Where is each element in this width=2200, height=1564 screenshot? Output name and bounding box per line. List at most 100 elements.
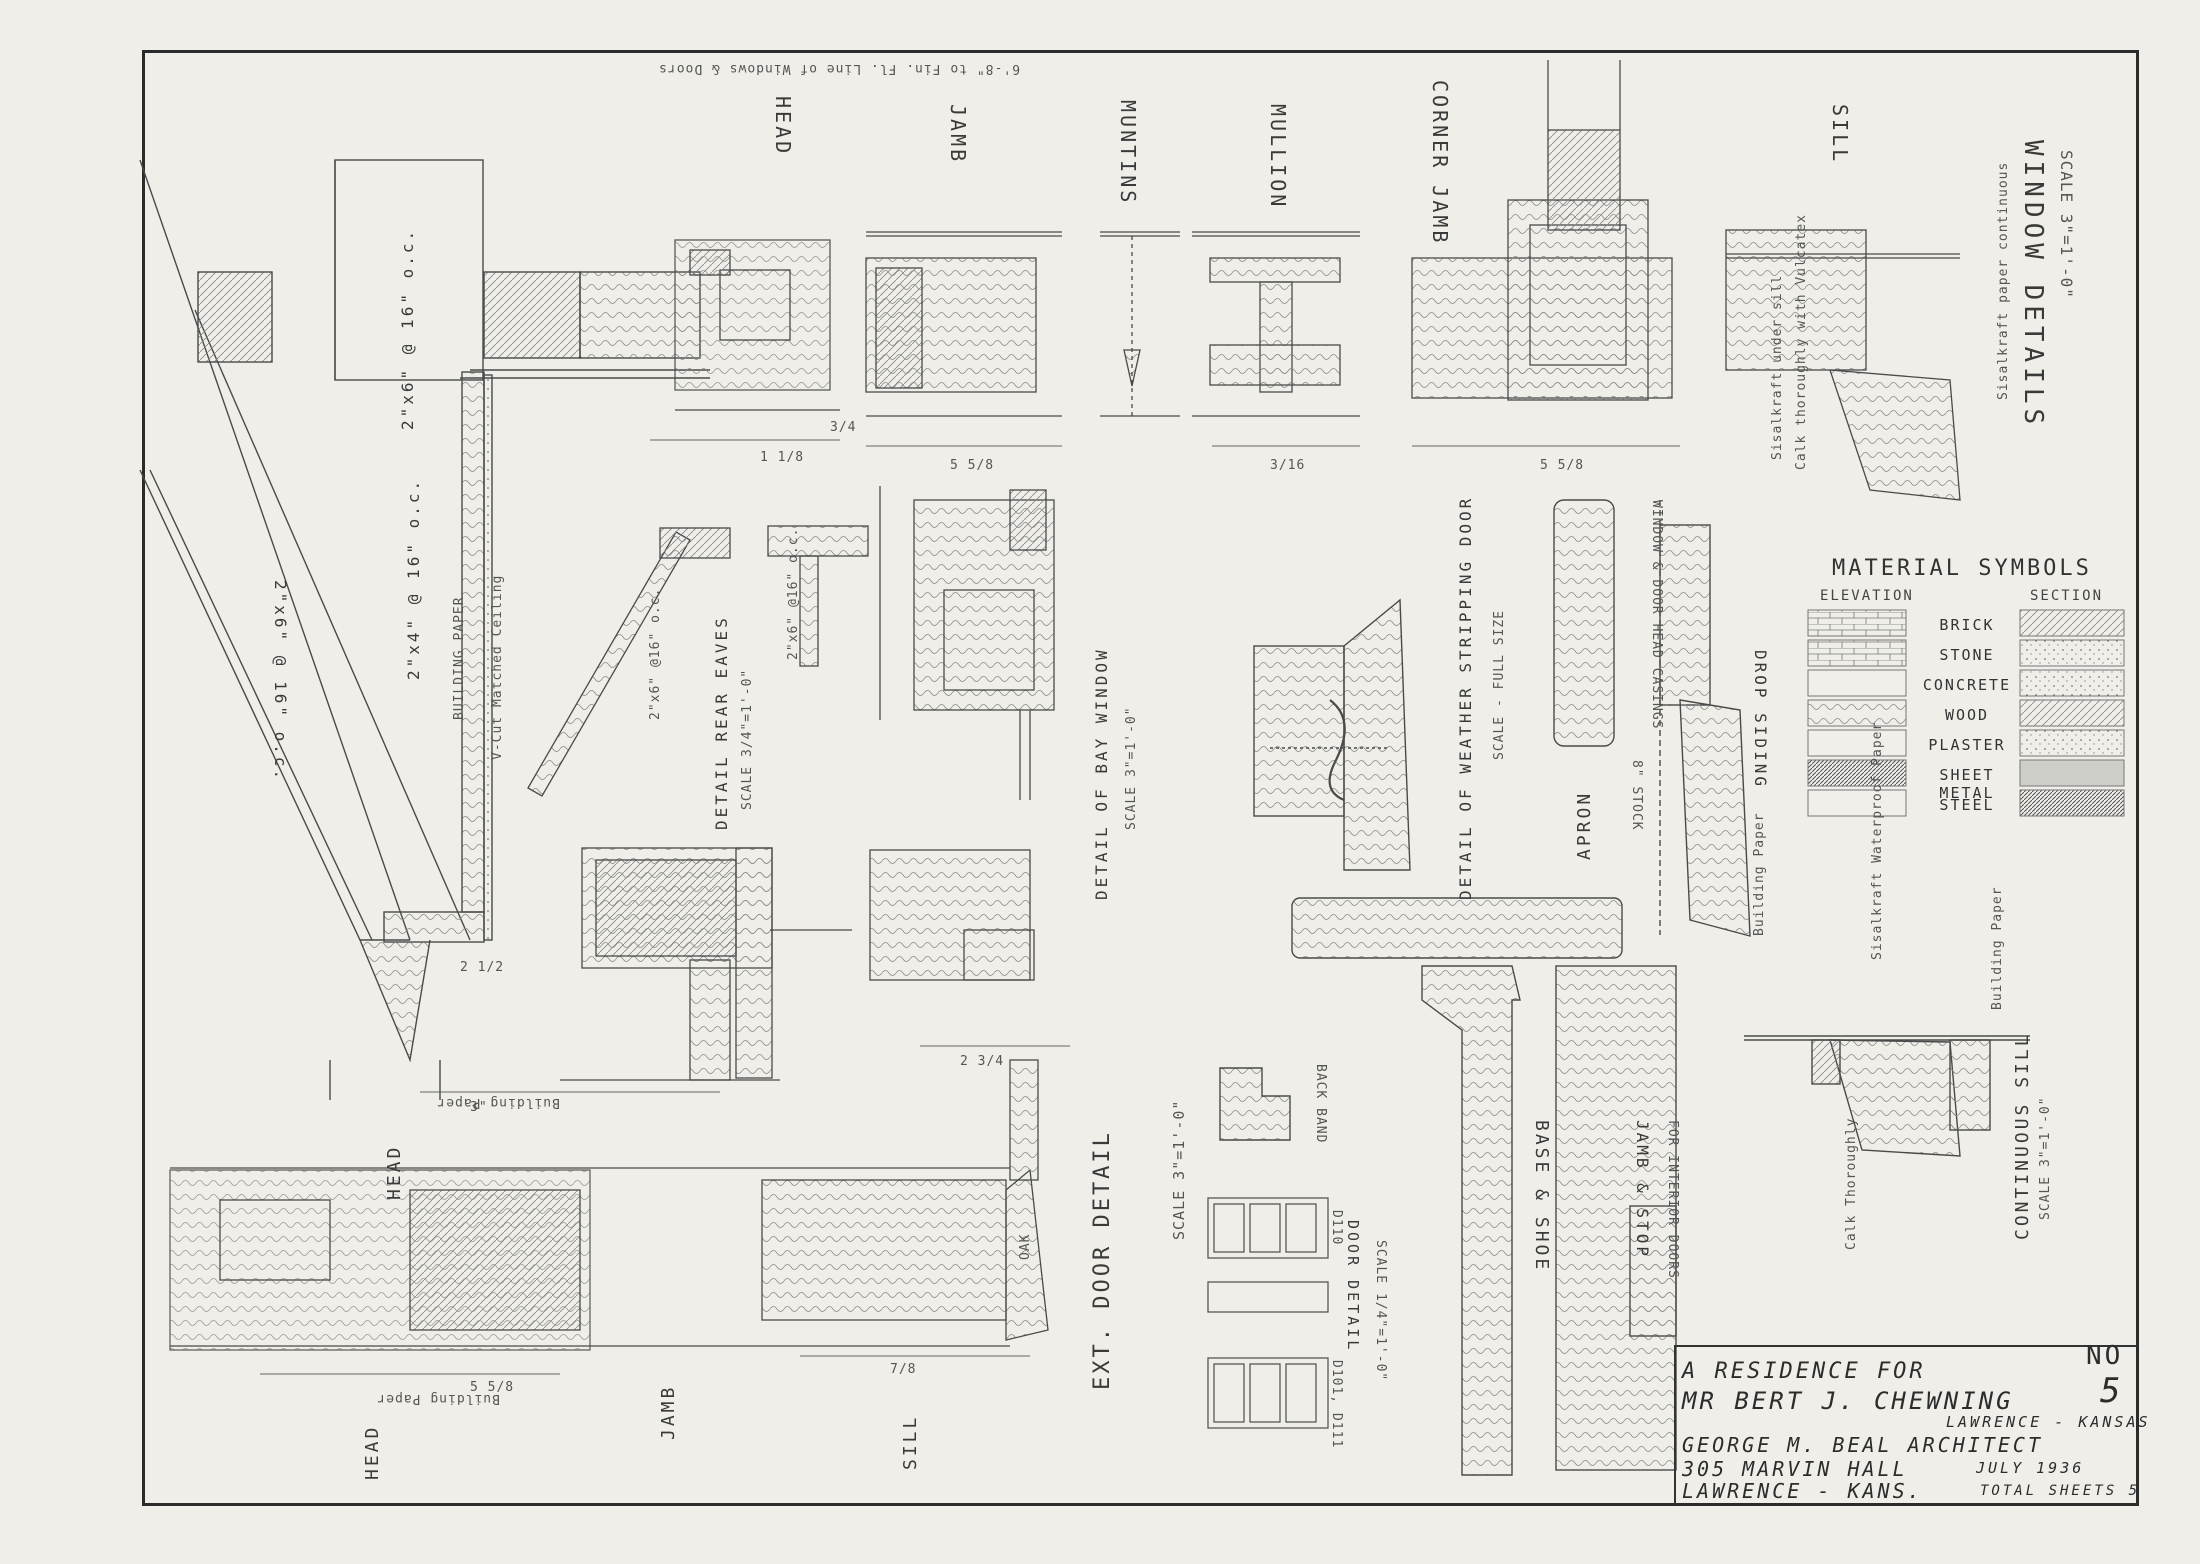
material-row-stone: STONE xyxy=(1808,640,2128,670)
material-name: BRICK xyxy=(1939,616,1995,634)
ext-door-head-section xyxy=(169,1059,1049,1351)
label-corner-jamb: CORNER JAMB xyxy=(1428,80,1452,246)
bay-window-scale: SCALE 3"=1'-0" xyxy=(1124,706,1139,830)
material-row-wood: WOOD xyxy=(1808,700,2128,730)
dim-label: 5 5/8 xyxy=(470,1380,515,1395)
material-symbol-swatches xyxy=(1807,609,2125,817)
weather-door-title: DETAIL OF WEATHER STRIPPING DOOR xyxy=(1456,495,1475,900)
title-date: JULY 1936 xyxy=(1976,1459,2085,1477)
continuous-sill-scale: SCALE 3"=1'-0" xyxy=(2038,1096,2053,1220)
label-drop-siding: DROP SIDING xyxy=(1751,650,1770,789)
apron-profile xyxy=(1291,897,1623,959)
door-detail-title: DOOR DETAIL xyxy=(1344,1220,1362,1353)
window-jamb-section xyxy=(865,231,1062,417)
material-name: STONE xyxy=(1939,646,1995,664)
dim-label: 3" xyxy=(470,1100,488,1115)
sheet-no-label: NO xyxy=(2086,1341,2124,1371)
weather-door-scale: SCALE - FULL SIZE xyxy=(1492,609,1507,760)
label-jamb-stop: JAMB & STOP xyxy=(1633,1120,1652,1259)
dimension-lines xyxy=(260,439,1680,1375)
ext-door-jamb-label: JAMB xyxy=(658,1384,679,1440)
dim-label: 7/8 xyxy=(890,1362,917,1377)
dim-label: 1 1/8 xyxy=(760,450,805,465)
note-head-height: 6'-8" to Fin. Fl. Line of Windows & Door… xyxy=(658,61,1020,76)
label-window-head: HEAD xyxy=(771,96,795,157)
title-client: MR BERT J. CHEWNING xyxy=(1682,1387,2014,1415)
label-building-paper-siding: Building Paper xyxy=(1752,812,1767,936)
ext-door-sill-label: SILL xyxy=(900,1414,921,1470)
title-location: LAWRENCE - KANSAS xyxy=(1946,1413,2151,1431)
rear-eaves-title: DETAIL REAR EAVES xyxy=(712,615,731,830)
material-row-steel: STEEL xyxy=(1808,790,2128,820)
continuous-sill-calk: Calk Thoroughly xyxy=(1844,1117,1859,1250)
note-calk-vulcatex: Calk thoroughly with Vulcatex xyxy=(1794,214,1809,470)
wall-section xyxy=(139,159,710,1100)
ext-door-scale: SCALE 3"=1'-0" xyxy=(1170,1099,1188,1240)
label-window-mullion: MULLION xyxy=(1266,104,1290,210)
sheet-border xyxy=(142,50,2139,1506)
label-window-jamb: JAMB xyxy=(946,104,970,165)
material-row-plaster: PLASTER xyxy=(1808,730,2128,760)
section-header: SECTION xyxy=(2030,588,2104,604)
bay-window-detail xyxy=(879,486,1055,800)
material-name: CONCRETE xyxy=(1922,676,2012,694)
ext-door-jamb-section xyxy=(560,847,1035,1081)
rear-eaves-lookout: 2"x6" @16" o.c. xyxy=(786,527,801,660)
material-name: SHEET METAL xyxy=(1939,766,1995,802)
window-details-title: WINDOW DETAILS xyxy=(2018,140,2048,430)
rear-eaves-scale: SCALE 3/4"=1'-0" xyxy=(740,668,755,810)
label-studs: 2"x4" @ 16" o.c. xyxy=(404,477,423,680)
window-sill-section xyxy=(1725,229,1961,501)
label-head-casings: WINDOW & DOOR HEAD CASINGS xyxy=(1649,500,1664,730)
sheet-number: 5 xyxy=(2100,1371,2124,1411)
door-d110-label: D110 xyxy=(1329,1210,1344,1246)
window-head-section xyxy=(674,239,840,411)
dim-label: 3/16 xyxy=(1270,458,1306,473)
window-corner-jamb-section xyxy=(1411,60,1673,401)
window-details-scale: SCALE 3"=1'-0" xyxy=(2057,150,2076,299)
continuous-sill-title: CONTINUOUS SILL xyxy=(2012,1032,2033,1240)
material-row-sheet-metal: SHEET METAL xyxy=(1808,760,2128,802)
title-architect: GEORGE M. BEAL ARCHITECT xyxy=(1682,1433,2043,1457)
material-name: STEEL xyxy=(1939,796,1995,814)
material-row-concrete: CONCRETE xyxy=(1808,670,2128,700)
note-sisalkraft-continuous: Sisalkraft paper continuous xyxy=(1996,161,2011,400)
label-oak: OAK xyxy=(1018,1233,1033,1260)
continuous-sill-detail xyxy=(1744,1035,2030,1157)
ext-door-head-label: HEAD xyxy=(362,1424,383,1480)
door-d101-label: D101, D111 xyxy=(1329,1360,1344,1449)
ext-door-building-paper: Building Paper xyxy=(436,1095,560,1110)
head-casing-profile xyxy=(1553,499,1751,937)
window-mullion-section xyxy=(1192,231,1360,417)
continuous-sill-waterproof: Sisalkraft Waterproof Paper xyxy=(1870,721,1885,960)
label-stock: 8" STOCK xyxy=(1629,760,1644,831)
label-rafters: 2"x6" @ 16" o.c. xyxy=(271,580,290,783)
label-building-paper: BUILDING PAPER xyxy=(452,596,467,720)
back-band-profile xyxy=(1219,1067,1291,1141)
note-sisalkraft-under-sill: Sisalkraft under sill xyxy=(1770,274,1785,460)
label-window-sill: SILL xyxy=(1828,104,1852,165)
continuous-sill-building-paper: Building Paper xyxy=(1990,886,2005,1010)
window-muntins-section xyxy=(1100,231,1180,417)
title-block: A RESIDENCE FOR MR BERT J. CHEWNING LAWR… xyxy=(1674,1341,2148,1505)
elevation-header: ELEVATION xyxy=(1820,588,1914,604)
material-symbols-title: MATERIAL SYMBOLS xyxy=(1832,556,2092,581)
bay-window-title: DETAIL OF BAY WINDOW xyxy=(1092,647,1111,900)
material-name: WOOD xyxy=(1944,706,1990,724)
label-back-band: BACK BAND xyxy=(1313,1064,1328,1144)
title-line-1: A RESIDENCE FOR xyxy=(1682,1359,1926,1384)
label-base-shoe: BASE & SHOE xyxy=(1531,1120,1552,1273)
label-apron: APRON xyxy=(1574,790,1595,860)
dim-label: 5 5/8 xyxy=(950,458,995,473)
ext-door-title: EXT. DOOR DETAIL xyxy=(1090,1130,1115,1390)
label-top-joists: 2"x6" @ 16" o.c. xyxy=(398,227,417,430)
rear-eaves-rafter: 2"x6" @16" o.c. xyxy=(648,587,663,720)
rear-eaves-detail xyxy=(527,525,869,797)
door-elevations xyxy=(1207,1197,1329,1429)
weather-stripping-door-detail xyxy=(1253,598,1411,871)
ext-door-head-label-2: HEAD xyxy=(384,1144,405,1200)
dim-label: 3/4 xyxy=(830,420,857,435)
title-city: LAWRENCE - KANS. xyxy=(1682,1479,1923,1503)
